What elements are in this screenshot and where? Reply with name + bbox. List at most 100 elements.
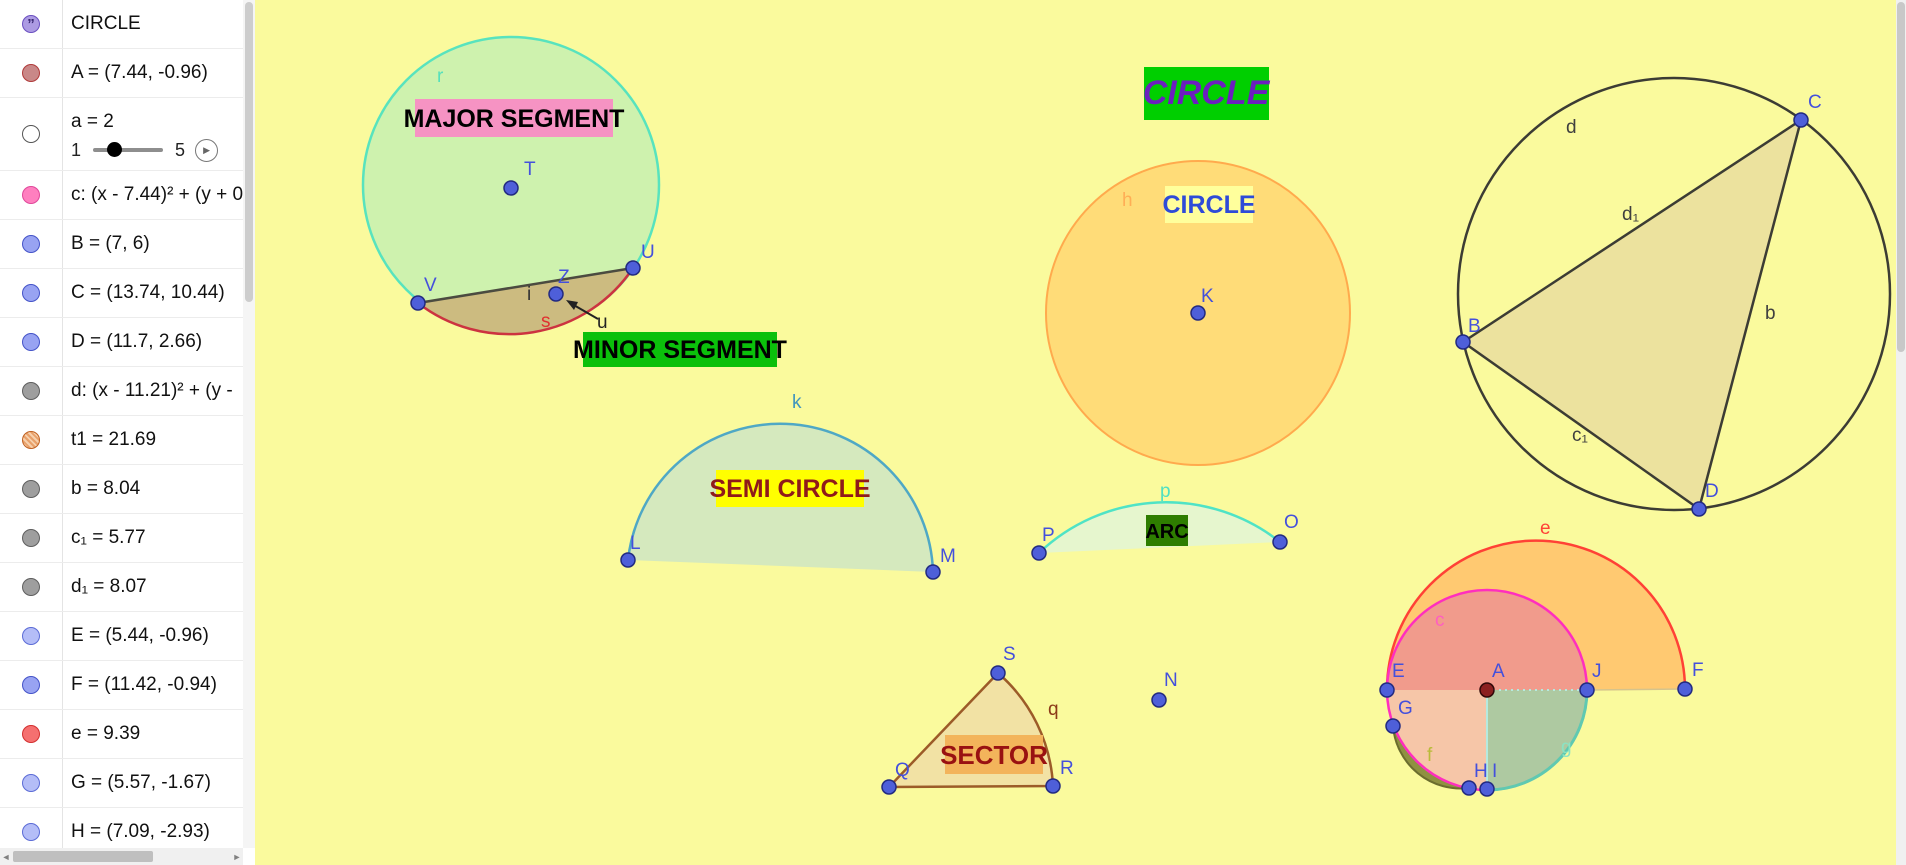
algebra-row-d1[interactable]: d₁ = 8.07 <box>0 563 243 612</box>
point-J[interactable] <box>1579 682 1595 698</box>
segment-gray-icon[interactable] <box>22 529 40 547</box>
point-A[interactable] <box>1479 682 1495 698</box>
quadrant-g-region[interactable] <box>1487 690 1587 790</box>
point-B[interactable] <box>1455 334 1471 350</box>
point-Q[interactable] <box>881 779 897 795</box>
text-object-icon[interactable]: ” <box>22 15 40 33</box>
algebra-row-c1[interactable]: c₁ = 5.77 <box>0 514 243 563</box>
scroll-right-icon[interactable]: ► <box>232 851 242 862</box>
point-blue-icon[interactable] <box>22 676 40 694</box>
algebra-row-d-equation[interactable]: d: (x - 11.21)² + (y - <box>0 367 243 416</box>
label-p: p <box>1160 481 1171 502</box>
slider-min-label: 1 <box>71 139 82 160</box>
segment-gray-icon[interactable] <box>22 578 40 596</box>
sidebar-horizontal-scrollbar[interactable]: ◄ ► <box>0 848 243 865</box>
minor-segment-caption[interactable]: MINOR SEGMENT <box>573 332 787 367</box>
algebra-row-e[interactable]: e = 9.39 <box>0 710 243 759</box>
slider-icon[interactable] <box>22 125 40 143</box>
crescent-f-region[interactable] <box>1393 726 1469 789</box>
slider-a-track[interactable] <box>93 142 164 157</box>
point-N[interactable] <box>1151 692 1167 708</box>
algebra-row-G[interactable]: G = (5.57, -1.67) <box>0 759 243 808</box>
minor-segment-region[interactable] <box>418 268 633 335</box>
quote-glyph: ” <box>27 15 35 33</box>
algebra-row-E[interactable]: E = (5.44, -0.96) <box>0 612 243 661</box>
segment-gray-icon[interactable] <box>22 480 40 498</box>
semi-circle-caption[interactable]: SEMI CIRCLE <box>709 470 871 507</box>
chord-i[interactable] <box>417 266 634 305</box>
semicircle-arc-k[interactable] <box>626 422 935 573</box>
sector-caption[interactable]: SECTOR <box>940 735 1048 774</box>
arc-g[interactable] <box>1486 689 1589 792</box>
point-lightblue-icon[interactable] <box>22 823 40 841</box>
circumcircle-d[interactable] <box>1456 76 1892 512</box>
major-segment-caption[interactable]: MAJOR SEGMENT <box>404 99 625 137</box>
point-F[interactable] <box>1677 681 1693 697</box>
slider-a-thumb[interactable] <box>107 142 123 157</box>
point-P[interactable] <box>1031 545 1047 561</box>
point-T[interactable] <box>503 180 519 196</box>
point-lightblue-icon[interactable] <box>22 774 40 792</box>
arc-f[interactable] <box>1392 725 1470 790</box>
point-Z[interactable] <box>548 286 564 302</box>
segment-JF[interactable] <box>1586 688 1686 691</box>
point-D[interactable] <box>1691 501 1707 517</box>
algebra-row-label: G = (5.57, -1.67) <box>71 772 211 793</box>
arc-orange-icon[interactable] <box>22 431 40 449</box>
point-H[interactable] <box>1461 780 1477 796</box>
arc-red-icon[interactable] <box>22 725 40 743</box>
circle-title-caption[interactable]: CIRCLE <box>1143 67 1271 120</box>
point-U[interactable] <box>625 260 641 276</box>
algebra-row-text-circle[interactable]: ” CIRCLE <box>0 0 243 49</box>
canvas-vscroll-thumb[interactable] <box>1897 2 1905 352</box>
circle-c-upper-half[interactable] <box>1387 590 1587 690</box>
point-I[interactable] <box>1479 781 1495 797</box>
point-O[interactable] <box>1272 534 1288 550</box>
circle-gray-icon[interactable] <box>22 382 40 400</box>
circle-c-lower-left-quadrant[interactable] <box>1387 690 1487 789</box>
algebra-row-t1[interactable]: t1 = 21.69 <box>0 416 243 465</box>
arc-p[interactable] <box>1038 501 1281 554</box>
algebra-row-B[interactable]: B = (7, 6) <box>0 220 243 269</box>
triangle-BCD[interactable] <box>1460 117 1804 512</box>
canvas-vertical-scrollbar[interactable] <box>1896 0 1906 865</box>
sidebar-vertical-scrollbar[interactable] <box>243 0 255 848</box>
sidebar-vscroll-thumb[interactable] <box>245 2 253 302</box>
arc-e[interactable] <box>1385 539 1687 691</box>
algebra-row-F[interactable]: F = (11.42, -0.94) <box>0 661 243 710</box>
slider-max-label: 5 <box>175 139 186 160</box>
arc-caption[interactable]: ARC <box>1145 515 1189 546</box>
circle-pink-icon[interactable] <box>22 186 40 204</box>
algebra-row-D[interactable]: D = (11.7, 2.66) <box>0 318 243 367</box>
point-R[interactable] <box>1045 778 1061 794</box>
point-S[interactable] <box>990 665 1006 681</box>
point-V[interactable] <box>410 295 426 311</box>
circle-title-text: CIRCLE <box>1143 74 1271 112</box>
point-maroon-icon[interactable] <box>22 64 40 82</box>
label-V: V <box>424 275 437 296</box>
scroll-left-icon[interactable]: ◄ <box>1 851 11 862</box>
algebra-row-C[interactable]: C = (13.74, 10.44) <box>0 269 243 318</box>
point-E[interactable] <box>1379 682 1395 698</box>
point-blue-icon[interactable] <box>22 235 40 253</box>
point-L[interactable] <box>620 552 636 568</box>
algebra-row-slider-a[interactable]: a = 2 1 5 ▶ <box>0 98 243 171</box>
play-button[interactable]: ▶ <box>195 138 219 162</box>
point-lightblue-icon[interactable] <box>22 627 40 645</box>
point-G[interactable] <box>1385 718 1401 734</box>
point-K[interactable] <box>1190 305 1206 321</box>
circle-small-caption[interactable]: CIRCLE <box>1162 186 1256 223</box>
point-blue-icon[interactable] <box>22 333 40 351</box>
label-J: J <box>1592 661 1602 682</box>
point-M[interactable] <box>925 564 941 580</box>
minor-arc-s[interactable] <box>417 267 635 336</box>
point-C[interactable] <box>1793 112 1809 128</box>
algebra-row-A[interactable]: A = (7.44, -0.96) <box>0 49 243 98</box>
graphics-view[interactable]: MAJOR SEGMENT MINOR SEGMENT SEMI CIRCLE … <box>255 0 1906 865</box>
algebra-sidebar: ” CIRCLE A = (7.44, -0.96) a = 2 1 5 <box>0 0 255 865</box>
sidebar-hscroll-thumb[interactable] <box>13 851 153 862</box>
point-blue-icon[interactable] <box>22 284 40 302</box>
algebra-row-b[interactable]: b = 8.04 <box>0 465 243 514</box>
algebra-row-c-equation[interactable]: c: (x - 7.44)² + (y + 0 <box>0 171 243 220</box>
